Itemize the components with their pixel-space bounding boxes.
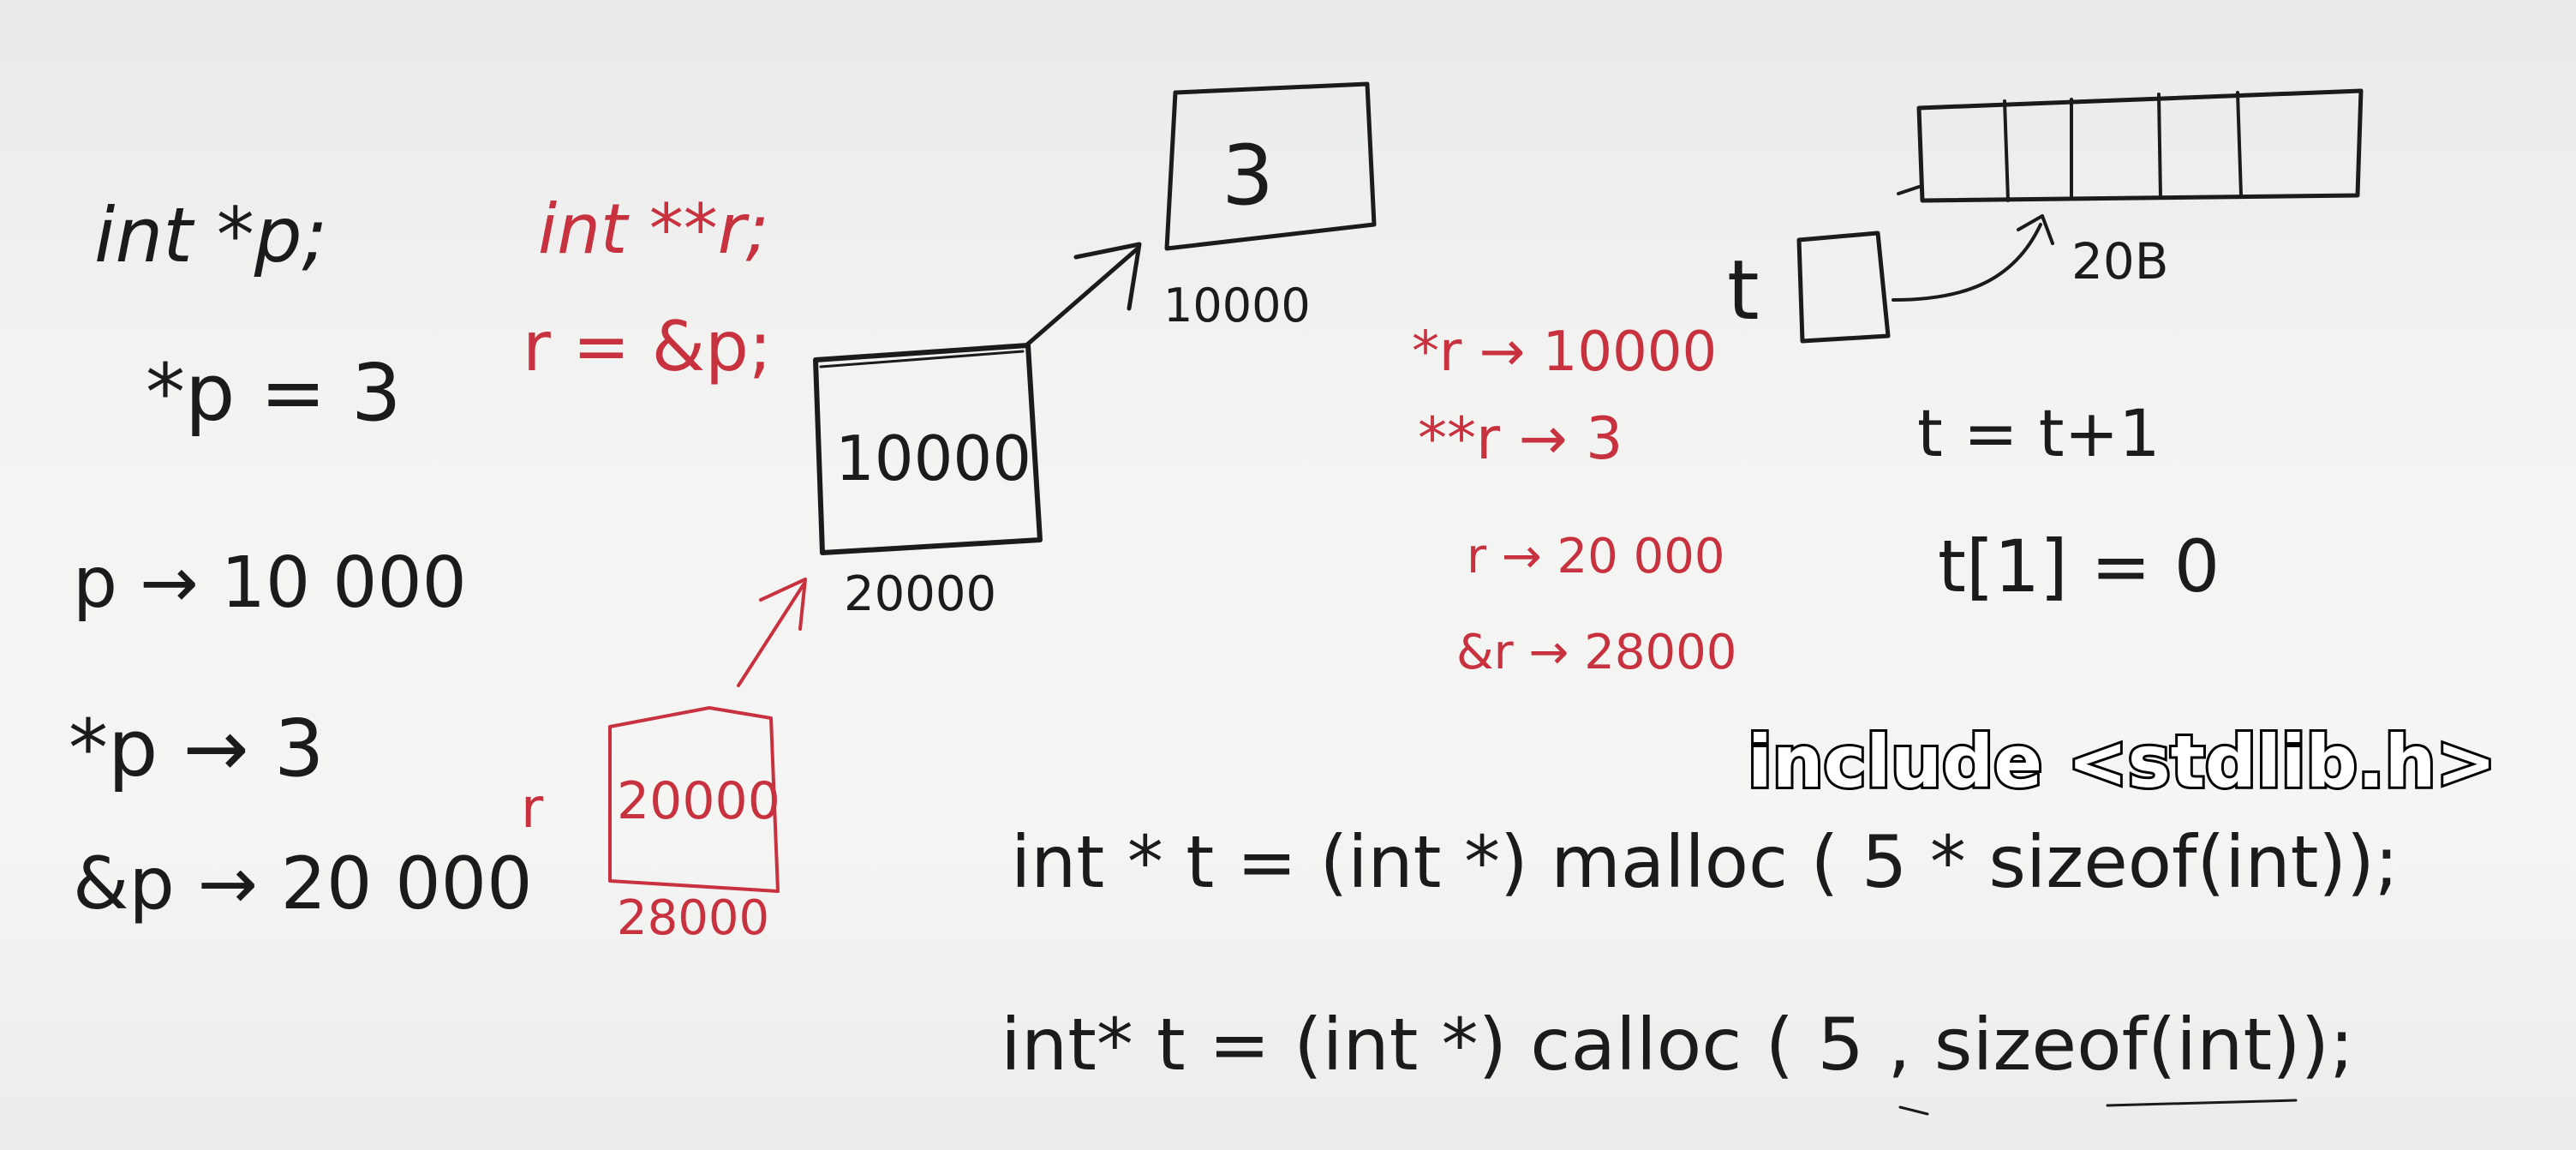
box-three	[1164, 81, 1377, 251]
box-r-label: r	[521, 777, 544, 841]
deref-value: *p → 3	[69, 703, 325, 794]
arrow-t-to-array	[1892, 223, 2042, 302]
t-label: t	[1727, 243, 1760, 338]
box-r	[608, 706, 780, 893]
arrow-r-to-p	[737, 583, 805, 687]
box-p-addr: 20000	[844, 566, 996, 622]
addr-value: &p → 20 000	[73, 842, 533, 925]
array-cell-divider	[2157, 93, 2162, 199]
result-r: r → 20 000	[1467, 529, 1725, 584]
array-cell-divider	[2236, 91, 2243, 197]
box-t	[1796, 231, 1891, 344]
box-three-value: 3	[1222, 128, 1274, 224]
box-p-value: 10000	[835, 422, 1031, 494]
array-outline	[1916, 88, 2364, 203]
assign-r: r = &p;	[523, 307, 772, 386]
result-addr-r: &r → 28000	[1456, 625, 1736, 680]
array-cell-divider	[2003, 99, 2010, 202]
result-deref-r: *r → 10000	[1412, 320, 1717, 384]
arrow-p-to-three	[1024, 246, 1140, 348]
include-caption: include <stdlib.h>	[1748, 720, 2496, 804]
box-p	[813, 343, 1043, 555]
malloc-line: int * t = (int *) malloc ( 5 * sizeof(in…	[1011, 820, 2399, 904]
array-size-label: 20B	[2071, 232, 2169, 290]
box-three-addr: 10000	[1163, 279, 1311, 332]
calloc-line: int* t = (int *) calloc ( 5 , sizeof(int…	[1001, 1003, 2354, 1087]
p-value: p → 10 000	[73, 542, 467, 624]
result-double-deref-r: **r → 3	[1418, 405, 1623, 473]
t-increment: t = t+1	[1917, 395, 2161, 471]
box-r-value: 20000	[617, 771, 780, 831]
decl-int-r: int **r;	[538, 189, 769, 269]
box-r-addr: 28000	[617, 890, 769, 946]
deref-assign: *p = 3	[146, 347, 402, 439]
t-index-assign: t[1] = 0	[1938, 524, 2220, 608]
decl-int-p: int *p;	[94, 191, 327, 279]
